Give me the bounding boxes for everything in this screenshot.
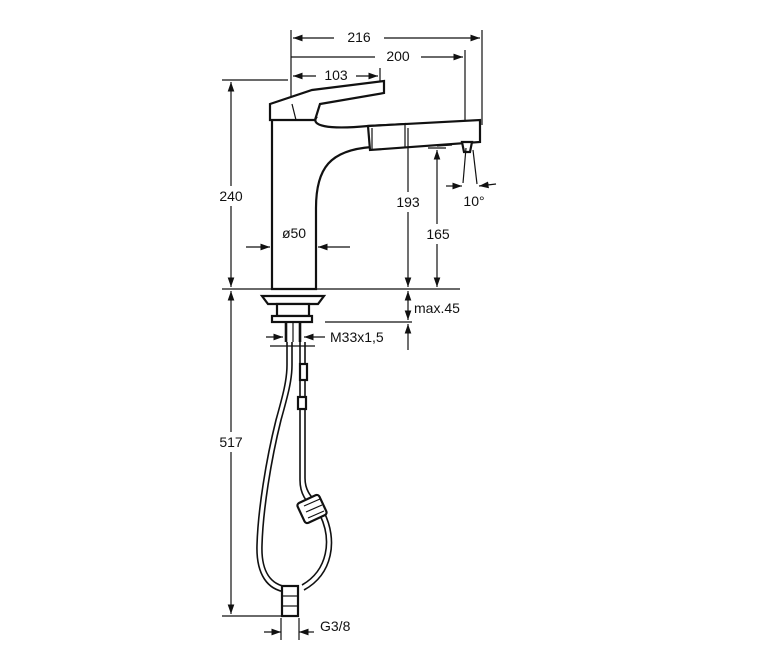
dimension-thread: M33x1,5 bbox=[266, 329, 384, 347]
dimension-216: 216 bbox=[290, 28, 483, 125]
dimension-200-label: 200 bbox=[386, 48, 410, 64]
dimension-thread-label: M33x1,5 bbox=[330, 329, 384, 345]
dimension-165: 165 bbox=[422, 147, 454, 287]
supply-hoses bbox=[256, 342, 333, 618]
dimension-max45: max.45 bbox=[325, 291, 460, 350]
dimension-517: 517 bbox=[214, 291, 288, 617]
dimension-517-label: 517 bbox=[219, 434, 243, 450]
hose-weight bbox=[296, 493, 328, 525]
dimension-angle-label: 10° bbox=[463, 193, 484, 209]
dimension-240: 240 bbox=[214, 79, 288, 287]
dimension-connection-label: G3/8 bbox=[320, 618, 351, 634]
dimension-max45-label: max.45 bbox=[414, 300, 460, 316]
mounting-flange bbox=[259, 294, 327, 342]
dimension-angle: 10° bbox=[446, 147, 497, 209]
dimension-diameter: ø50 bbox=[246, 225, 350, 251]
dimension-240-label: 240 bbox=[219, 188, 243, 204]
dimension-200: 200 bbox=[291, 46, 466, 145]
dimension-216-label: 216 bbox=[347, 29, 371, 45]
dimension-193-label: 193 bbox=[396, 194, 420, 210]
dimension-connection: G3/8 bbox=[264, 618, 351, 640]
dimension-diameter-label: ø50 bbox=[282, 225, 306, 241]
dimension-103-label: 103 bbox=[324, 67, 348, 83]
dimension-193: 193 bbox=[392, 128, 424, 287]
faucet-body bbox=[268, 79, 482, 291]
dimension-165-label: 165 bbox=[426, 226, 450, 242]
